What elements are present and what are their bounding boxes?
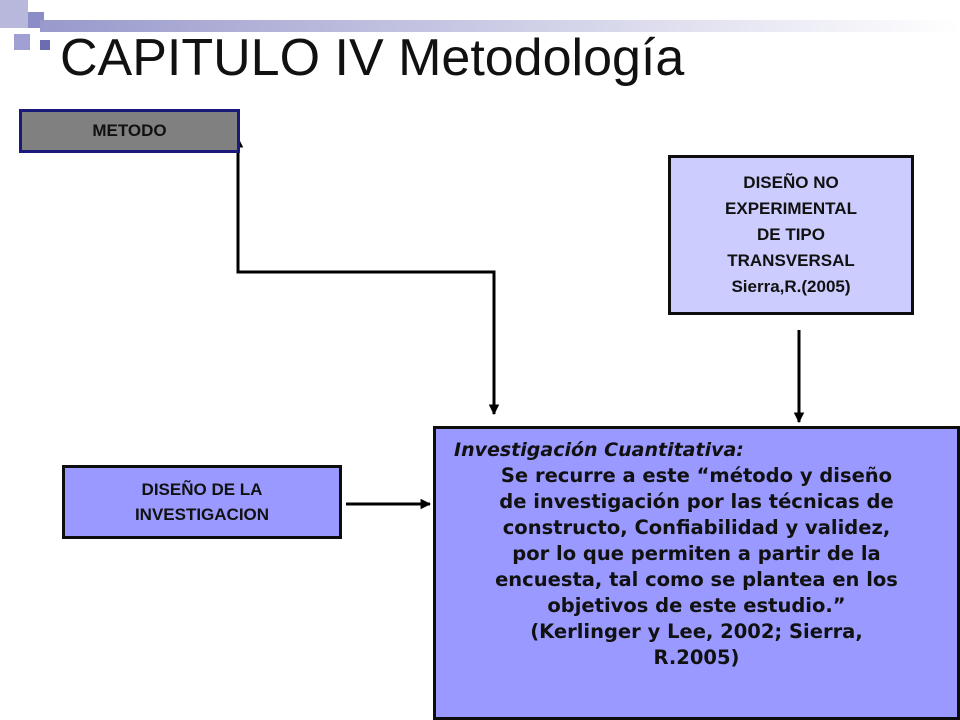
diseno-no-experimental-box: DISEÑO NO EXPERIMENTAL DE TIPO TRANSVERS… [668, 155, 914, 315]
diseno-no-line: EXPERIMENTAL [725, 199, 857, 218]
header-gradient-bar [40, 20, 960, 32]
decor-square-top-left [0, 0, 28, 28]
decor-square-low [14, 34, 30, 50]
diseno-inv-line: DISEÑO DE LA [141, 480, 263, 499]
cuantitativa-line: encuesta, tal como se plantea en los [495, 568, 898, 591]
cuantitativa-line: objetivos de este estudio.” [547, 594, 846, 617]
investigacion-cuantitativa-box: Investigación Cuantitativa: Se recurre a… [433, 426, 960, 720]
decor-square-small [40, 40, 50, 50]
cuantitativa-line: Se recurre a este “método y diseño [500, 464, 893, 487]
diseno-no-citation: Sierra,R.(2005) [731, 277, 851, 296]
diseno-investigacion-box: DISEÑO DE LA INVESTIGACION [62, 465, 342, 539]
cuantitativa-line: por lo que permiten a partir de la [512, 542, 881, 565]
cuantitativa-line: (Kerlinger y Lee, 2002; Sierra, [530, 620, 863, 643]
cuantitativa-line: constructo, Confiabilidad y validez, [502, 516, 891, 539]
diseno-no-line: DISEÑO NO [743, 173, 839, 192]
cuantitativa-line: R.2005) [653, 646, 740, 669]
metodo-box: METODO [19, 109, 240, 153]
cuantitativa-heading: Investigación Cuantitativa: [454, 439, 744, 461]
cuantitativa-body: Se recurre a este “método y diseño de in… [495, 463, 898, 671]
diseno-no-line: TRANSVERSAL [727, 251, 855, 270]
metodo-label: METODO [92, 121, 167, 140]
page-title: CAPITULO IV Metodología [60, 29, 685, 87]
cuantitativa-line: de investigación por las técnicas de [499, 490, 894, 513]
diseno-inv-line: INVESTIGACION [134, 505, 270, 524]
diseno-no-line: DE TIPO [756, 225, 825, 244]
arrow-metodo-cuantitativa [232, 136, 500, 416]
